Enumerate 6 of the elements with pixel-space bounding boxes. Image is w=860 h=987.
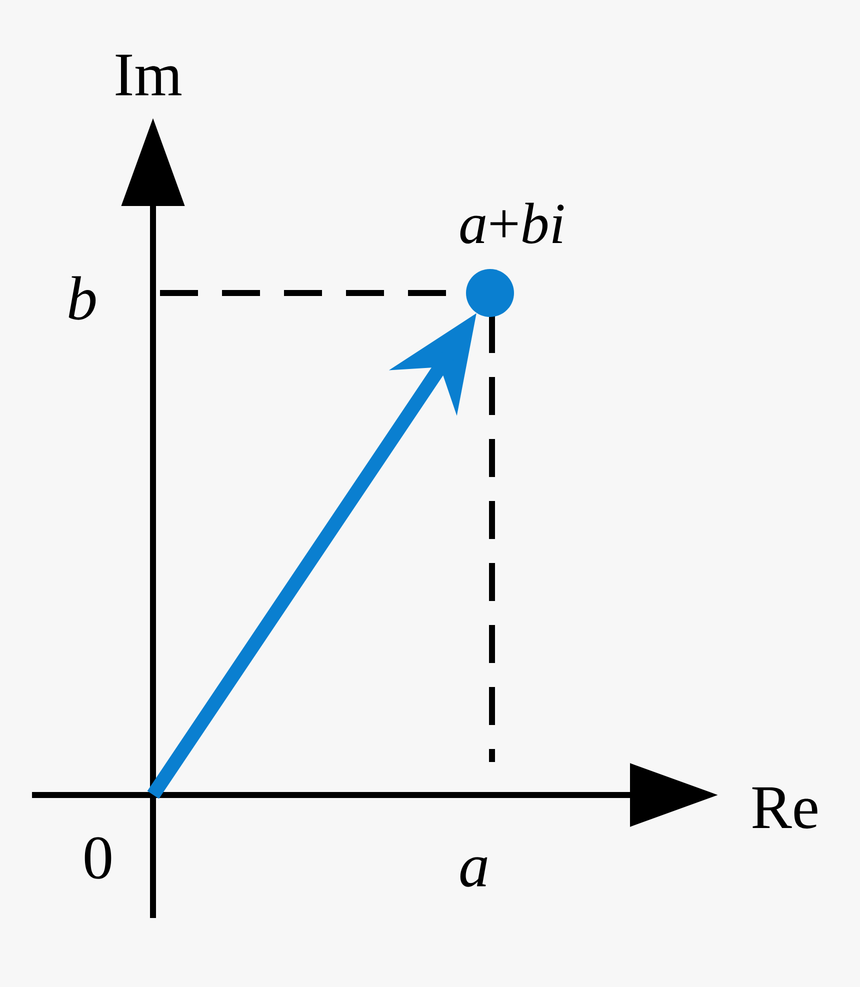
axis-label: Re xyxy=(752,787,818,829)
tick-label: b xyxy=(68,276,96,320)
axis-label: Im xyxy=(116,54,182,96)
point-label: a+bi xyxy=(460,202,564,244)
origin-label: 0 xyxy=(84,837,112,879)
tick-label: a xyxy=(460,857,488,887)
